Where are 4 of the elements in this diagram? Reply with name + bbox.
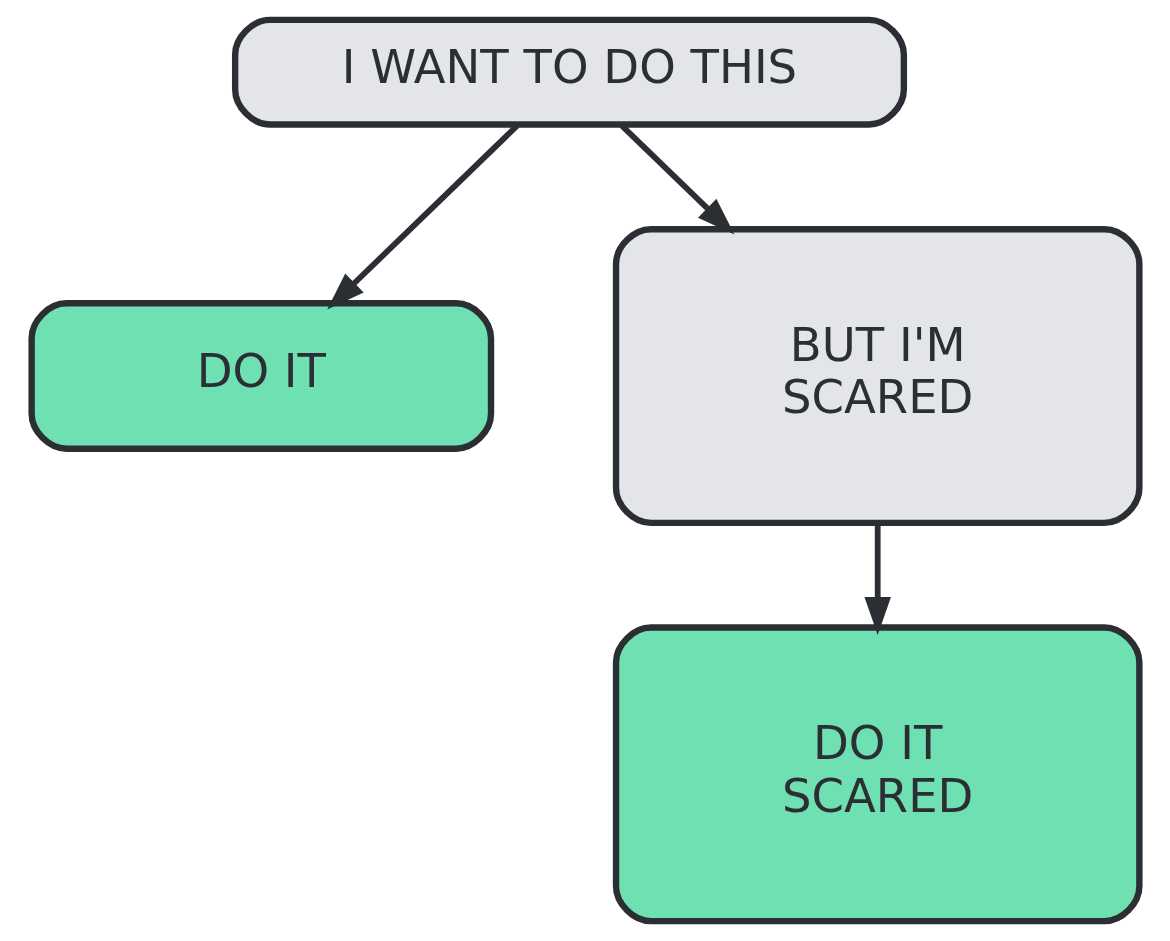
node-box: DO IT SCARED (612, 624, 1143, 925)
node-box: BUT I'M SCARED (612, 226, 1143, 527)
node-box: DO IT (27, 300, 494, 452)
node-box: I WANT TO DO THIS (231, 16, 907, 128)
